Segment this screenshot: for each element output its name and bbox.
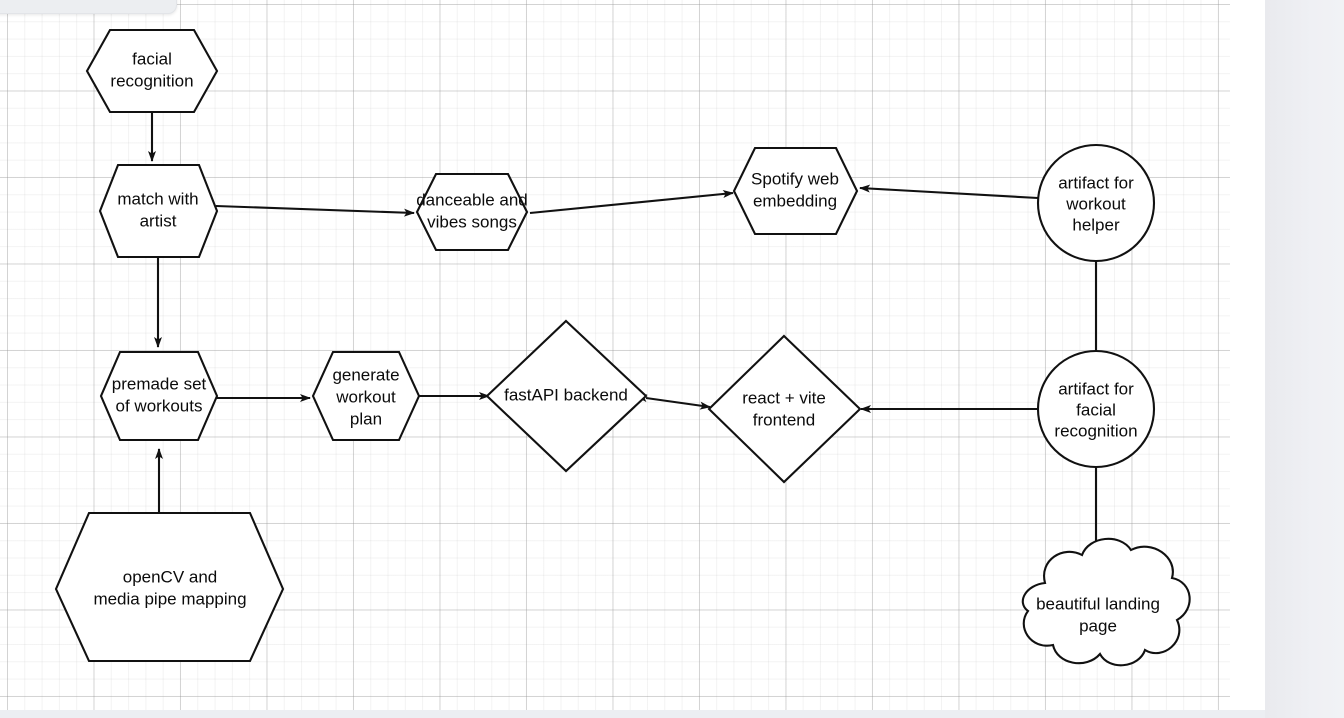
- node-label-line: artist: [140, 211, 177, 230]
- node-fastapi-backend[interactable]: fastAPI backend: [485, 319, 648, 473]
- hexagon-shape: [98, 163, 219, 259]
- node-label-line: fastAPI backend: [504, 385, 628, 404]
- node-label-line: facial: [1076, 400, 1116, 419]
- node-artifact-for-facial-recognition[interactable]: artifact for facial recognition: [1036, 349, 1156, 469]
- hexagon-shape: [415, 172, 529, 252]
- node-label-line: beautiful landing: [1036, 594, 1160, 613]
- edge-fastapi-to-react-vite[interactable]: [636, 394, 711, 410]
- diamond-shape: [707, 334, 862, 484]
- node-label-line: helper: [1072, 215, 1120, 234]
- hexagon-shape: [54, 511, 285, 663]
- node-label-line: react + vite: [742, 388, 826, 407]
- hexagon-shape: [85, 28, 219, 114]
- node-label-line: frontend: [753, 410, 815, 429]
- node-label-line: danceable and: [416, 190, 528, 209]
- node-label-line: premade set: [112, 374, 207, 393]
- node-label-line: embedding: [753, 191, 837, 210]
- right-side-panel[interactable]: [1265, 0, 1344, 718]
- node-label-line: recognition: [1054, 421, 1137, 440]
- node-premade-set-of-workouts[interactable]: premade set of workouts: [99, 350, 219, 442]
- hexagon-shape: [99, 350, 219, 442]
- node-label-line: recognition: [110, 71, 193, 90]
- node-label-line: media pipe mapping: [93, 589, 246, 608]
- node-label-line: artifact for: [1058, 173, 1134, 192]
- node-label-line: workout: [335, 387, 396, 406]
- edge-match-with-artist-to-danceable[interactable]: [215, 204, 415, 217]
- node-label-line: plan: [350, 409, 382, 428]
- diamond-shape: [485, 319, 648, 473]
- edge-danceable-to-spotify[interactable]: [529, 189, 734, 215]
- node-facial-recognition[interactable]: facial recognition: [85, 28, 219, 114]
- node-opencv-and-media-pipe-mapping[interactable]: openCV and media pipe mapping: [54, 511, 285, 663]
- node-label-line: workout: [1065, 194, 1126, 213]
- node-label-line: Spotify web: [751, 169, 839, 188]
- floating-toolbar-panel[interactable]: [0, 0, 177, 14]
- node-label-line: match with: [117, 189, 198, 208]
- bottom-status-bar: [0, 710, 1265, 718]
- node-label-line: of workouts: [116, 396, 203, 415]
- edge-layer: [148, 112, 1098, 578]
- cloud-shape: [1021, 537, 1191, 667]
- canvas-right-gutter: [1230, 0, 1265, 718]
- edge-workout-helper-to-spotify[interactable]: [859, 184, 1039, 200]
- node-label-line: page: [1079, 616, 1117, 635]
- node-artifact-for-workout-helper[interactable]: artifact for workout helper: [1036, 143, 1156, 263]
- circle-shape: [1036, 349, 1156, 469]
- node-label-line: vibes songs: [427, 212, 517, 231]
- node-beautiful-landing-page[interactable]: beautiful landing page: [1021, 537, 1191, 667]
- node-generate-workout-plan[interactable]: generate workout plan: [311, 350, 421, 442]
- hexagon-shape: [732, 146, 859, 236]
- node-danceable-and-vibes-songs[interactable]: danceable and vibes songs: [415, 172, 529, 252]
- node-label-line: openCV and: [123, 567, 218, 586]
- hexagon-shape: [311, 350, 421, 442]
- node-label-line: generate: [332, 365, 399, 384]
- node-react-vite-frontend[interactable]: react + vite frontend: [707, 334, 862, 484]
- node-spotify-web-embedding[interactable]: Spotify web embedding: [732, 146, 859, 236]
- node-label-line: facial: [132, 49, 172, 68]
- node-match-with-artist[interactable]: match with artist: [98, 163, 219, 259]
- node-label-line: artifact for: [1058, 379, 1134, 398]
- circle-shape: [1036, 143, 1156, 263]
